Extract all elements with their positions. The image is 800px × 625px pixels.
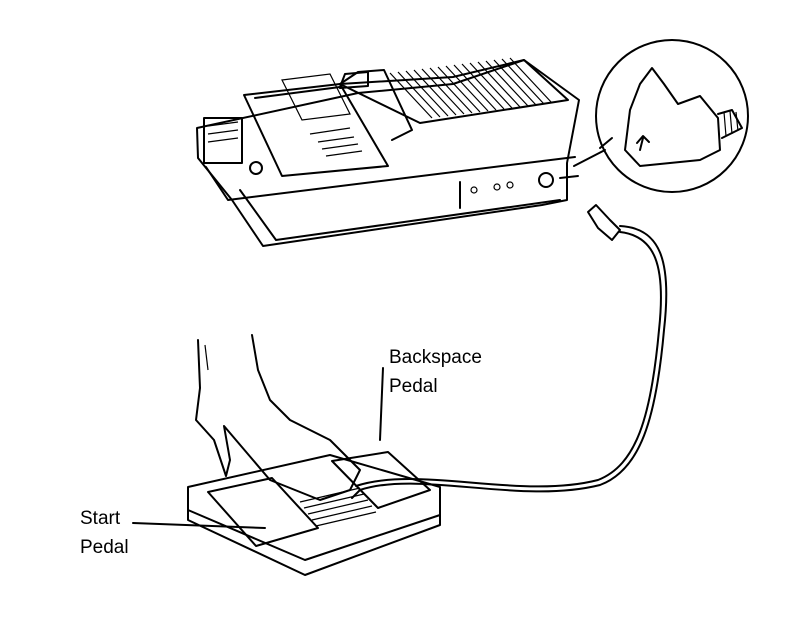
foot-with-shoe xyxy=(195,334,361,501)
start-pedal-pad xyxy=(207,477,319,547)
start-pedal-label: Start Pedal xyxy=(80,504,129,562)
backspace-leader-line xyxy=(379,367,384,441)
backspace-label-line2: Pedal xyxy=(389,376,438,397)
connector-closeup xyxy=(573,39,749,193)
start-leader-line xyxy=(132,522,266,529)
start-label-line1: Start xyxy=(80,508,121,529)
backspace-pedal-pad xyxy=(331,451,431,509)
start-label-line2: Pedal xyxy=(80,537,129,558)
pedal-cable xyxy=(351,204,668,499)
foot-pedal xyxy=(187,451,441,576)
transcriber-machine xyxy=(196,57,580,247)
backspace-label-line1: Backspace xyxy=(389,347,482,368)
backspace-pedal-label: Backspace Pedal xyxy=(389,343,482,401)
